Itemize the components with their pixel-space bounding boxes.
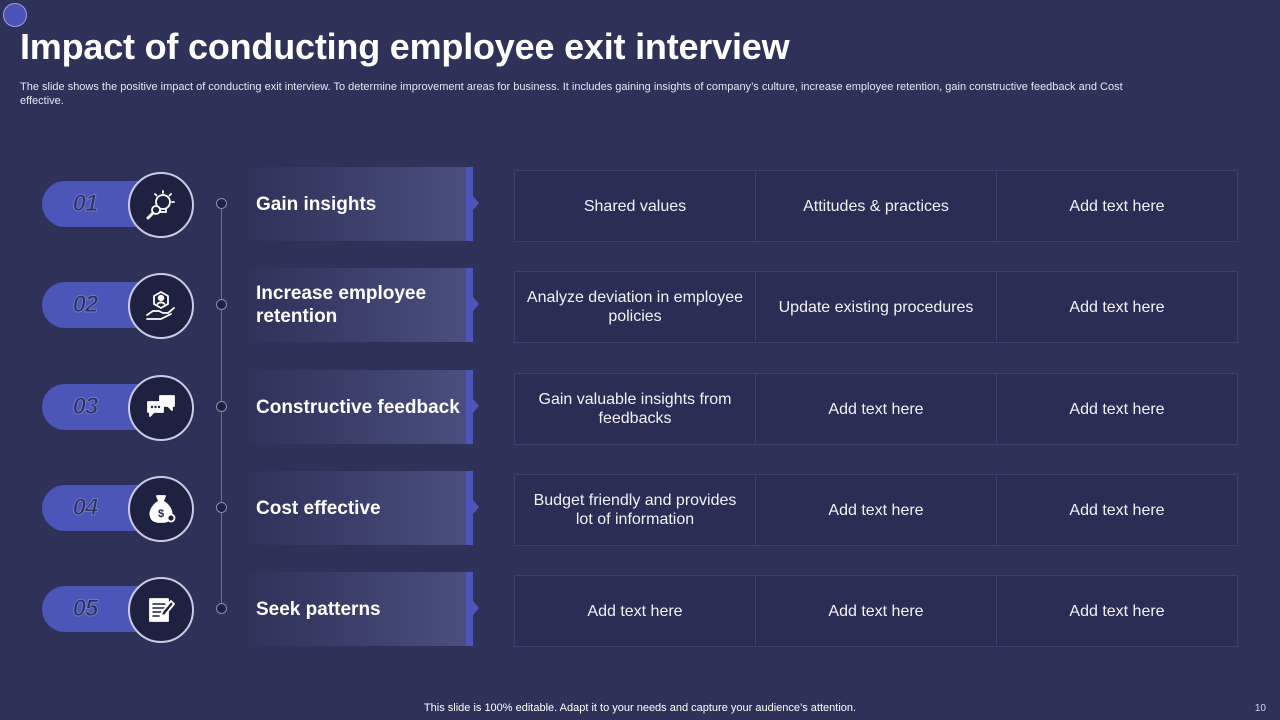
table-cell: Add text here — [756, 374, 997, 444]
table-cell: Budget friendly and provides lot of info… — [515, 475, 756, 545]
table-cell: Add text here — [756, 475, 997, 545]
row-gain-insights: 01 Gain insights Shared values Attitudes… — [0, 167, 1280, 250]
table-cell: Add text here — [1069, 501, 1165, 519]
label-bar — [466, 268, 479, 342]
money-bag-icon: $ — [128, 476, 194, 542]
table-cell: Add text here — [756, 576, 997, 646]
page-number: 10 — [1254, 703, 1266, 714]
label-band — [240, 471, 470, 545]
table-cell: Analyze deviation in employee policies — [515, 272, 756, 342]
label-bar — [466, 572, 479, 646]
timeline-dot — [216, 299, 227, 310]
label-band — [240, 370, 470, 444]
label-band — [240, 572, 470, 646]
document-pen-icon — [128, 577, 194, 643]
table-cell: Add text here — [1069, 400, 1165, 418]
table-cell: Update existing procedures — [756, 272, 997, 342]
row-number: 05 — [72, 595, 99, 623]
row-cost-effective: 04 $ Cost effective Budget friendly and … — [0, 471, 1280, 554]
row-label: Gain insights — [256, 193, 377, 215]
table-cell: Add text here — [1069, 602, 1165, 620]
label-band — [240, 268, 470, 342]
label-bar — [466, 167, 479, 241]
row-cells: Budget friendly and provides lot of info… — [514, 474, 1238, 546]
hand-person-icon — [128, 273, 194, 339]
footer-note: This slide is 100% editable. Adapt it to… — [423, 702, 857, 714]
row-number: 01 — [72, 190, 99, 218]
table-cell: Shared values — [515, 171, 756, 241]
feedback-chat-icon — [128, 375, 194, 441]
label-bar — [466, 370, 479, 444]
table-cell: Add text here — [1069, 197, 1165, 215]
timeline-dot — [216, 502, 227, 513]
table-cell: Gain valuable insights from feedbacks — [515, 374, 756, 444]
row-label: Seek patterns — [256, 598, 381, 620]
label-bar — [466, 471, 479, 545]
timeline-dot — [216, 401, 227, 412]
row-label: Increase employee retention — [256, 283, 427, 327]
table-cell: Add text here — [1069, 298, 1165, 316]
row-constructive-feedback: 03 Constructive feedback Gain valuable i… — [0, 370, 1280, 453]
label-band — [240, 167, 470, 241]
timeline-dot — [216, 603, 227, 614]
row-number: 03 — [72, 393, 99, 421]
svg-text:$: $ — [158, 508, 164, 520]
row-label: Constructive feedback — [256, 396, 460, 418]
row-cells: Shared values Attitudes & practices Add … — [514, 170, 1238, 242]
table-cell: Attitudes & practices — [756, 171, 997, 241]
row-increase-employee-retention: 02 Increase employee retention Analyze d… — [0, 268, 1280, 351]
row-label: Cost effective — [256, 497, 381, 519]
row-seek-patterns: 05 Seek patterns Add text here Add text … — [0, 572, 1280, 655]
row-number: 02 — [72, 291, 99, 319]
corner-decoration — [3, 3, 27, 27]
slide-subtitle: The slide shows the positive impact of c… — [20, 81, 1123, 107]
row-cells: Gain valuable insights from feedbacks Ad… — [514, 373, 1238, 445]
row-number: 04 — [72, 494, 99, 522]
table-cell: Add text here — [515, 576, 756, 646]
slide-title: Impact of conducting employee exit inter… — [20, 26, 790, 67]
row-cells: Analyze deviation in employee policies U… — [514, 271, 1238, 343]
row-cells: Add text here Add text here Add text her… — [514, 575, 1238, 647]
lightbulb-magnifier-icon — [128, 172, 194, 238]
timeline-dot — [216, 198, 227, 209]
